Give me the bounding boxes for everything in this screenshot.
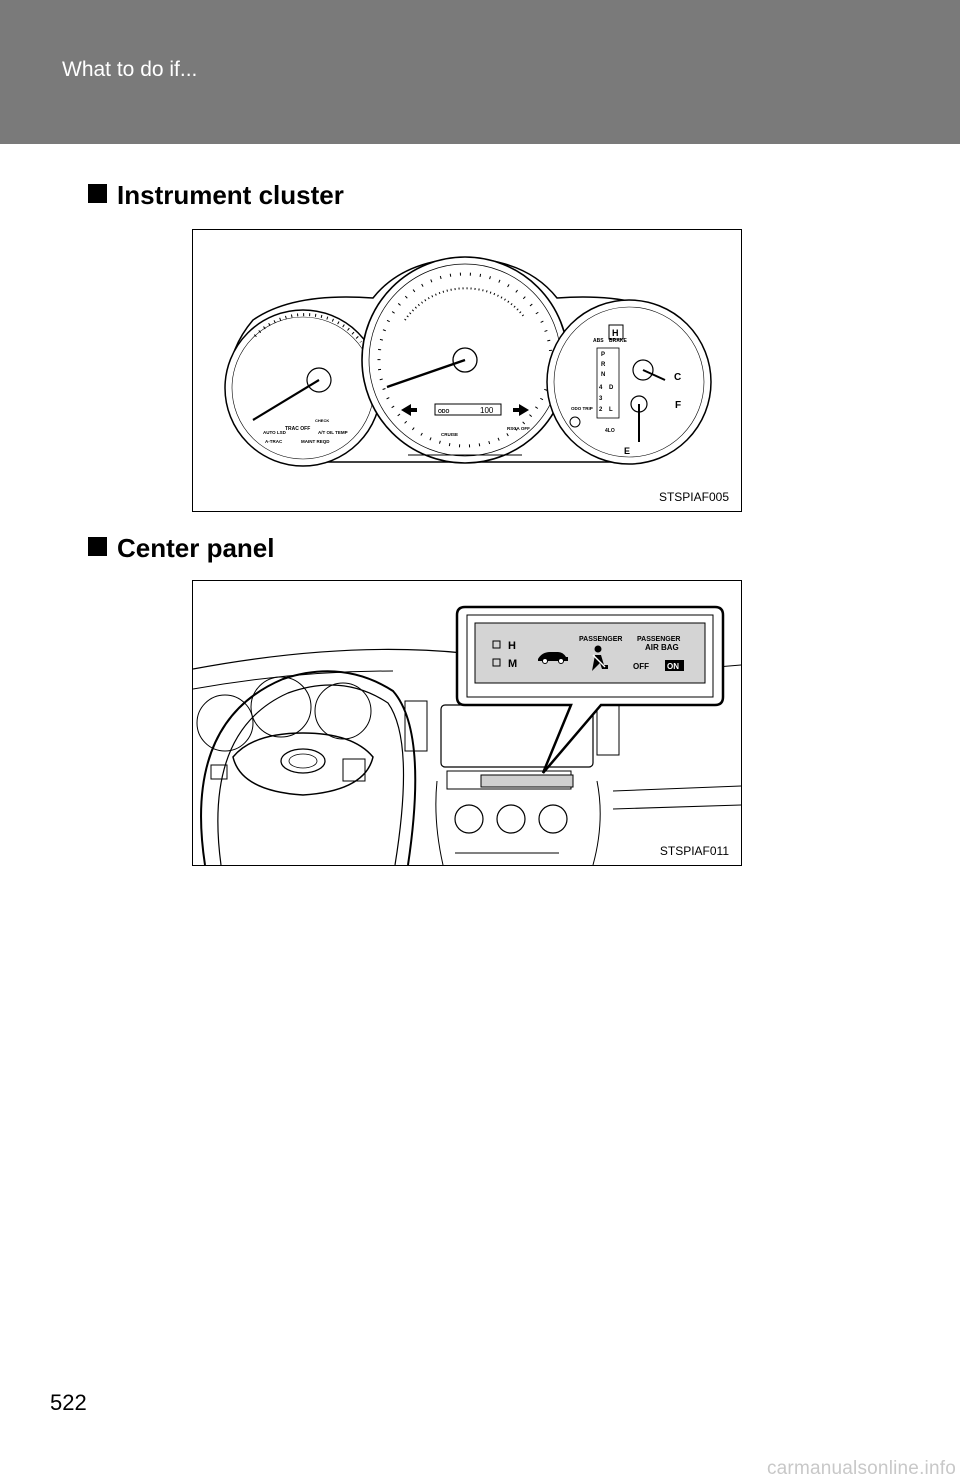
airbag-label: AIR BAG: [645, 643, 679, 652]
section-heading-text: Center panel: [117, 533, 275, 563]
zoomed-indicator-panel: [474, 622, 706, 684]
fuel-e-label: E: [624, 446, 630, 456]
center-panel-figure: H M PASSENGER PASSENGER AIR BAG OFF ON S…: [192, 580, 742, 866]
instrument-cluster-illustration: TRAC OFF AUTO LSD A/T OIL TEMP A-TRAC MA…: [224, 256, 712, 467]
h-label: H: [508, 640, 516, 652]
brake-label: BRAKE: [609, 338, 627, 344]
temp-c-label: C: [674, 372, 681, 383]
passenger-label: PASSENGER: [579, 636, 622, 643]
rsca-off-label: RSCA OFF: [507, 426, 530, 431]
odo-label: ODO: [438, 409, 450, 415]
gear-l: L: [609, 407, 613, 413]
section-heading-center-panel: Center panel: [88, 533, 275, 564]
gear-3: 3: [599, 396, 603, 402]
gear-4: 4: [599, 385, 603, 391]
steering-wheel: [200, 670, 417, 865]
page-header: What to do if...: [0, 0, 960, 144]
gear-r: R: [601, 362, 606, 368]
m-label: M: [508, 658, 517, 670]
temp-h-label: H: [612, 328, 619, 338]
gear-2: 2: [599, 407, 603, 413]
airbag-off-label: OFF: [633, 662, 649, 671]
figure-code: STSPIAF011: [659, 844, 729, 858]
page-number: 522: [50, 1390, 87, 1415]
passenger-airbag-label: PASSENGER: [637, 636, 680, 643]
odo-trip-label: ODO TRIP: [571, 406, 593, 411]
trac-off-label: TRAC OFF: [285, 426, 310, 432]
gear-p: P: [601, 352, 605, 358]
speedometer-gauge: ODO 100 CRUISE RSCA OFF: [361, 256, 569, 464]
square-bullet-icon: [88, 537, 107, 556]
gear-d: D: [609, 385, 614, 391]
square-bullet-icon: [88, 184, 107, 203]
center-panel-illustration: H M PASSENGER PASSENGER AIR BAG OFF ON: [193, 605, 741, 865]
gear-n: N: [601, 372, 605, 378]
maint-reqd-label: MAINT REQD: [301, 439, 330, 444]
odo-value: 100: [480, 406, 494, 415]
tachometer-gauge: TRAC OFF AUTO LSD A/T OIL TEMP A-TRAC MA…: [224, 309, 382, 467]
fuel-temp-gear-gauge: H C F E ABS BRAKE P R N 4 3 2 D L ODO TR…: [546, 299, 712, 465]
section-heading-instrument-cluster: Instrument cluster: [88, 180, 344, 211]
figure-code: STSPIAF005: [658, 490, 729, 504]
a-trac-label: A-TRAC: [265, 439, 283, 444]
seatbelt-icon: [592, 645, 608, 671]
right-turn-signal-icon: [513, 404, 529, 416]
section-heading-text: Instrument cluster: [117, 180, 344, 210]
fuel-f-label: F: [675, 400, 681, 411]
airbag-on-badge: [665, 660, 684, 671]
instrument-cluster-figure: TRAC OFF AUTO LSD A/T OIL TEMP A-TRAC MA…: [192, 229, 742, 512]
abs-label: ABS: [593, 338, 604, 344]
center-indicator-panel: [480, 774, 574, 788]
airbag-on-label: ON: [667, 662, 679, 671]
at-oil-temp-label: A/T OIL TEMP: [318, 430, 348, 435]
four-lo-label: 4LO: [605, 428, 615, 434]
watermark: carmanualsonline.info: [766, 1458, 956, 1479]
header-title: What to do if...: [62, 58, 198, 81]
odo-trip-button-icon: [569, 416, 581, 428]
cruise-label: CRUISE: [441, 432, 458, 437]
auto-lsd-label: AUTO LSD: [263, 430, 287, 435]
left-turn-signal-icon: [401, 404, 417, 416]
check-label: CHECK: [315, 418, 329, 423]
